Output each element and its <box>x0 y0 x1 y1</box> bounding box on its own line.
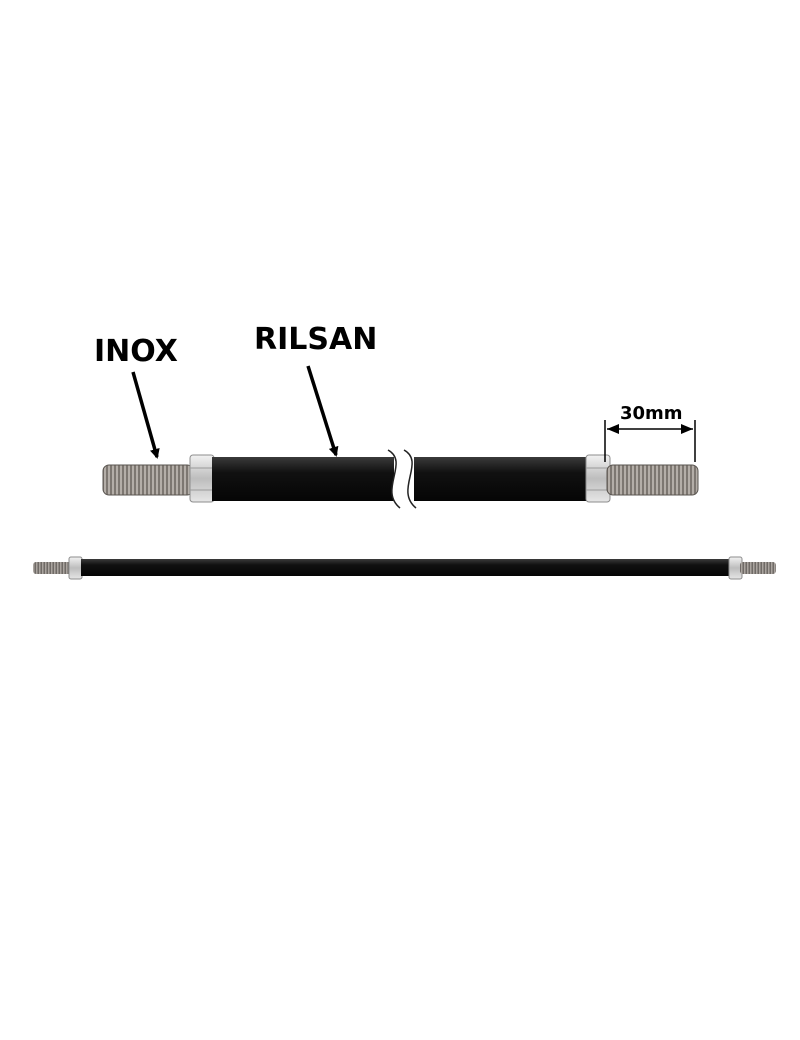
left-nut <box>189 454 215 503</box>
right-rilsan-sleeve <box>414 457 588 501</box>
full-rod-right-thread <box>740 562 776 574</box>
rilsan-label: RILSAN <box>254 322 377 357</box>
rilsan-arrow <box>306 365 339 457</box>
full-rod <box>33 556 776 580</box>
break-symbol <box>388 450 416 508</box>
right-nut <box>585 454 611 503</box>
full-rod-left-thread <box>33 562 73 574</box>
left-thread <box>102 464 194 496</box>
dimension-label: 30mm <box>620 403 683 424</box>
inox-label: INOX <box>94 334 178 369</box>
full-rod-left-nut <box>68 556 83 580</box>
left-rilsan-sleeve <box>212 457 394 501</box>
right-thread <box>606 464 699 496</box>
inox-arrow <box>131 371 160 459</box>
full-rod-sleeve <box>81 559 731 576</box>
closeup-rod <box>102 449 699 509</box>
dimension-marker <box>604 420 696 462</box>
